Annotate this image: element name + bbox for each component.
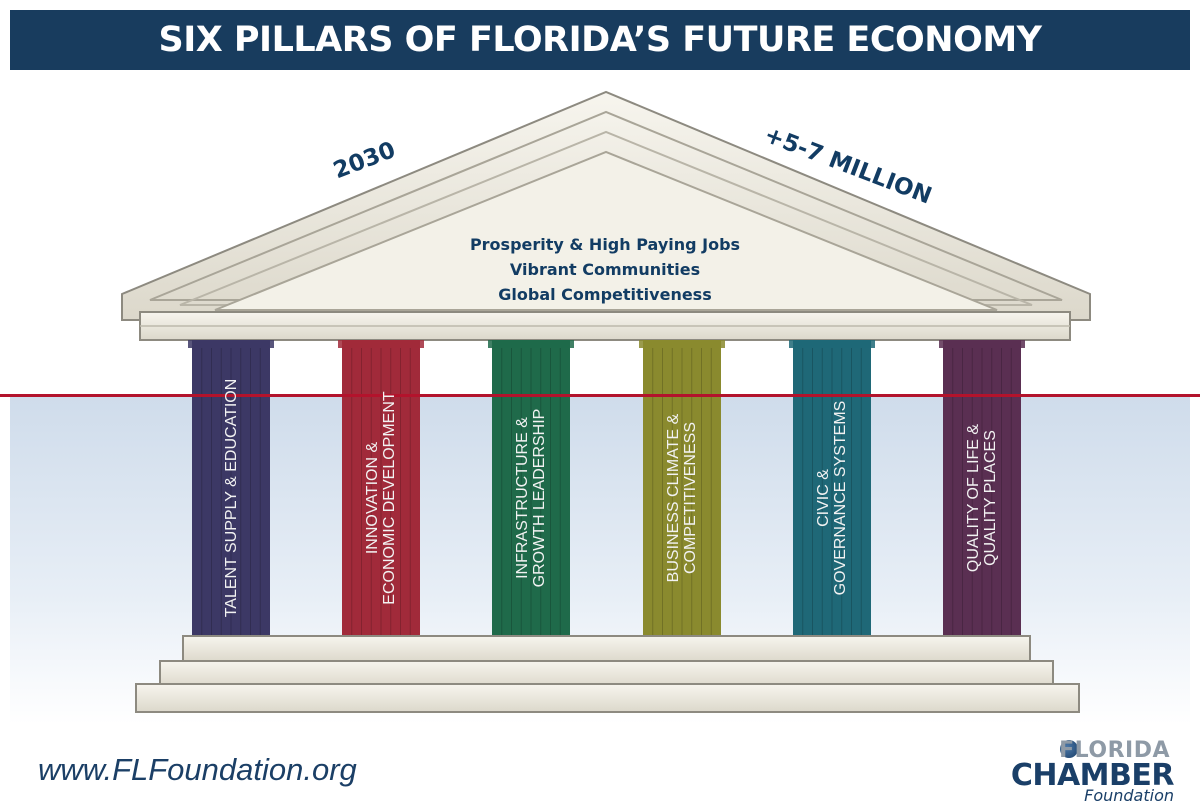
pillar-label-5: CIVIC &GOVERNANCE SYSTEMS xyxy=(809,368,855,628)
pediment-goals: Prosperity & High Paying Jobs Vibrant Co… xyxy=(400,232,810,307)
pillar-column-3 xyxy=(492,340,570,636)
pillar-label-6: QUALITY OF LIFE &QUALITY PLACES xyxy=(959,368,1005,628)
pillar-label-line: QUALITY OF LIFE & xyxy=(965,423,982,573)
pillar-label-1: TALENT SUPPLY & EDUCATION xyxy=(208,368,254,628)
pillar-label-line: COMPETITIVENESS xyxy=(682,421,699,575)
step-bottom xyxy=(135,683,1080,713)
pillar-capital-6 xyxy=(939,340,1025,348)
pediment-tympanum xyxy=(214,150,998,311)
pillar-label-line: BUSINESS CLIMATE & xyxy=(665,413,682,583)
pillar-label-line: TALENT SUPPLY & EDUCATION xyxy=(222,378,240,618)
pillar-label-3: INFRASTRUCTURE &GROWTH LEADERSHIP xyxy=(508,368,554,628)
pillar-capital-3 xyxy=(488,340,574,348)
title-bar: SIX PILLARS OF FLORIDA’S FUTURE ECONOMY xyxy=(10,10,1190,70)
red-horizontal-line xyxy=(0,394,1200,397)
goal-communities: Vibrant Communities xyxy=(509,260,701,279)
pillar-column-5 xyxy=(793,340,871,636)
pillar-capital-2 xyxy=(338,340,424,348)
pillar-label-line: CIVIC & xyxy=(815,469,832,527)
florida-chamber-logo: FLORIDA CHAMBER Foundation xyxy=(990,738,1180,805)
goal-prosperity: Prosperity & High Paying Jobs xyxy=(469,235,741,254)
pillar-label-line: GOVERNANCE SYSTEMS xyxy=(832,400,849,596)
pillar-capital-4 xyxy=(639,340,725,348)
pillar-label-line: ECONOMIC DEVELOPMENT xyxy=(381,391,398,605)
goal-competitiveness: Global Competitiveness xyxy=(498,285,712,304)
logo-line-foundation: Foundation xyxy=(1084,786,1174,805)
logo-line-chamber: CHAMBER xyxy=(1010,758,1175,793)
pillar-label-line: QUALITY PLACES xyxy=(982,430,999,566)
globe-icon xyxy=(1060,740,1078,758)
pillar-label-line: INFRASTRUCTURE & xyxy=(514,417,531,579)
columns-group xyxy=(188,340,1025,636)
logo-line-florida: FLORIDA xyxy=(1059,738,1170,763)
pillar-label-line: GROWTH LEADERSHIP xyxy=(531,408,548,588)
pillar-capital-5 xyxy=(789,340,875,348)
pillar-column-6 xyxy=(943,340,1021,636)
step-top xyxy=(182,635,1031,663)
pillar-label-line: INNOVATION & xyxy=(364,441,381,555)
pillar-label-4: BUSINESS CLIMATE &COMPETITIVENESS xyxy=(659,368,705,628)
step-middle xyxy=(159,660,1054,688)
pillar-column-2 xyxy=(342,340,420,636)
website-url[interactable]: www.FLFoundation.org xyxy=(38,752,357,787)
pillar-label-2: INNOVATION &ECONOMIC DEVELOPMENT xyxy=(358,368,404,628)
pillar-capital-1 xyxy=(188,340,274,348)
page-title: SIX PILLARS OF FLORIDA’S FUTURE ECONOMY xyxy=(158,20,1043,60)
pillar-column-1 xyxy=(192,340,270,636)
pillar-column-4 xyxy=(643,340,721,636)
